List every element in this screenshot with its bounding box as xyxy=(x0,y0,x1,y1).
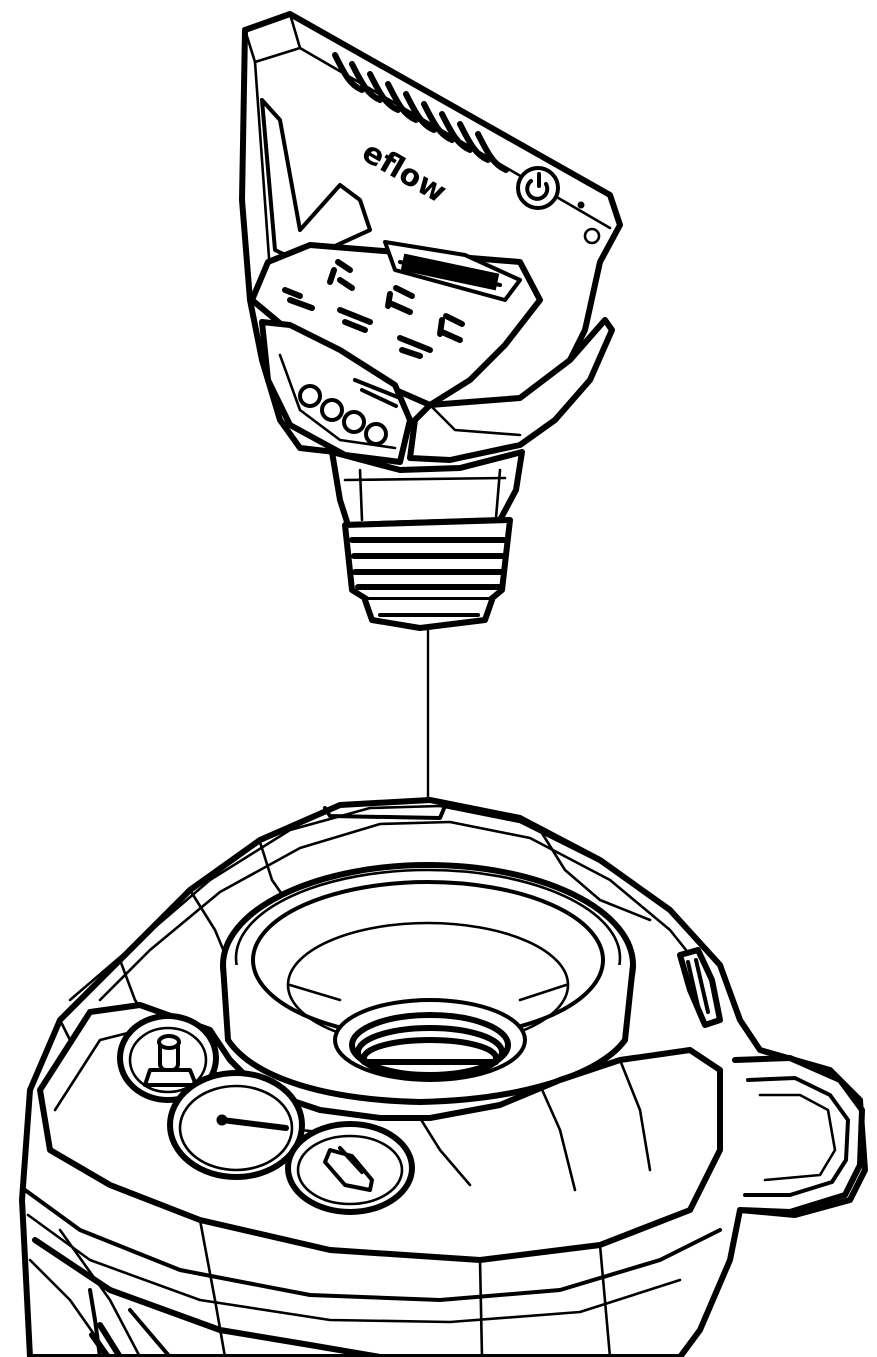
indicator-light xyxy=(583,227,601,245)
pump-housing xyxy=(19,797,868,1357)
segment-readouts xyxy=(327,259,465,343)
pressure-controller: eflow xyxy=(239,11,623,631)
selector-knob[interactable] xyxy=(285,1121,415,1215)
controller-neck xyxy=(329,449,525,528)
carry-handle xyxy=(732,1055,865,1215)
button-2[interactable] xyxy=(320,398,344,422)
air-valve[interactable] xyxy=(117,1013,219,1103)
button-3[interactable] xyxy=(342,410,366,434)
grip-ridges xyxy=(332,52,509,173)
pressure-gauge xyxy=(167,1070,305,1180)
gauge-icon xyxy=(216,1114,289,1131)
button-4[interactable] xyxy=(364,422,388,446)
threaded-connector xyxy=(342,517,513,631)
power-button[interactable] xyxy=(516,166,560,210)
socket-ring xyxy=(220,862,636,1105)
side-latch xyxy=(677,947,723,1028)
power-icon xyxy=(525,172,550,201)
knob-icon xyxy=(323,1146,374,1192)
button-1[interactable] xyxy=(298,384,322,408)
function-labels xyxy=(282,287,433,359)
